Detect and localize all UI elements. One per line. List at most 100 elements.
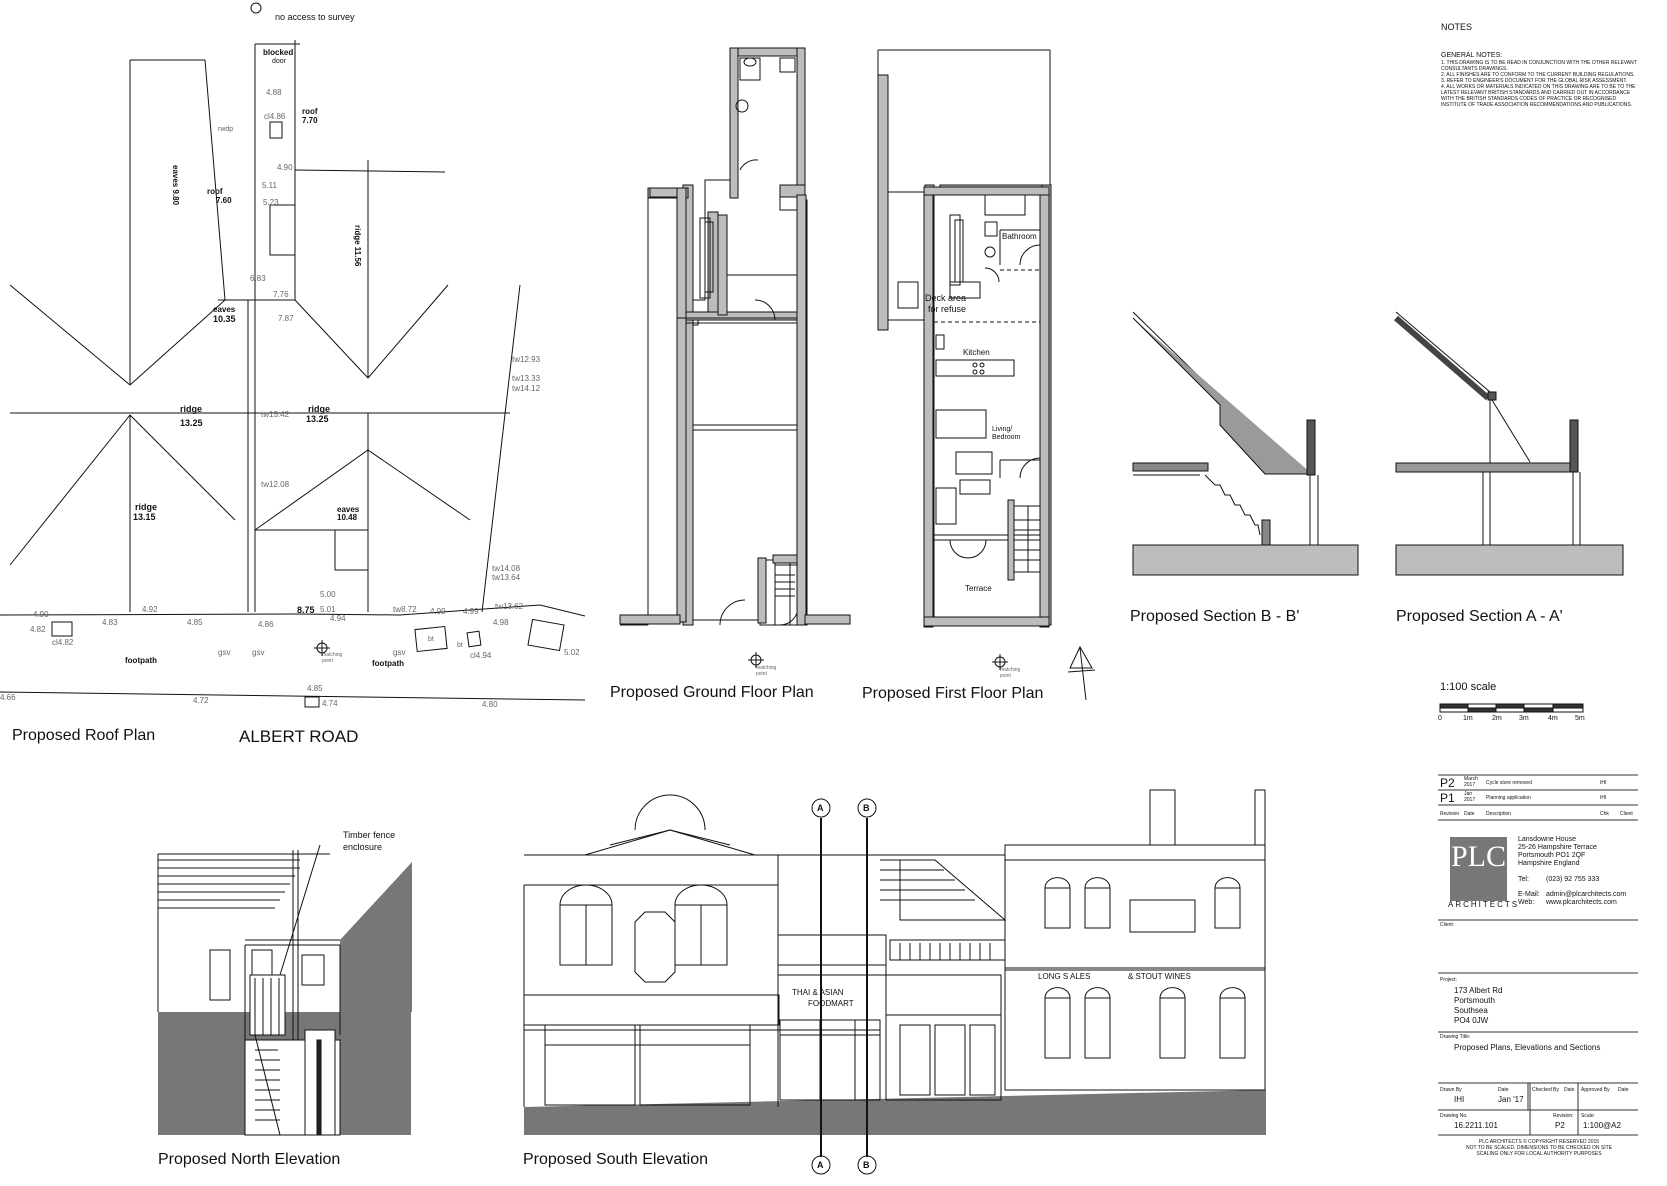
eaves-a-label: eaves <box>213 305 236 314</box>
eaves-rotated-label: eaves 9.80 <box>171 165 180 206</box>
note-line: WITH THE BRITISH STANDARDS CODES OF PRAC… <box>1441 96 1617 102</box>
spot-level: 4.90 <box>277 163 293 172</box>
revision-number: P2 <box>1555 1121 1565 1130</box>
plc-logo: PLC <box>1450 840 1507 873</box>
ground-plan-linework <box>620 47 808 668</box>
fence-note-line1: Timber fence <box>343 830 396 840</box>
spot-level: 4.66 <box>0 693 16 702</box>
revision-label: Revision: <box>1553 1113 1574 1119</box>
fence-note-line2: enclosure <box>343 842 383 852</box>
section-a-linework <box>1394 311 1624 576</box>
drawn-by: IHI <box>1454 1095 1465 1104</box>
shop-sign-line1: THAI & ASIAN <box>792 988 844 997</box>
section-marker-a-top: A <box>817 803 824 813</box>
spot-level: 4.88 <box>266 88 282 97</box>
date-label: Date <box>1498 1087 1509 1093</box>
email-label: E-Mail: <box>1518 891 1540 898</box>
south-elevation-title: Proposed South Elevation <box>523 1151 709 1168</box>
spot-level: 4.94 <box>330 614 346 623</box>
revision-by: IHI <box>1600 795 1607 801</box>
copyright-footer: PLC ARCHITECTS © COPYRIGHT RESERVED 2015… <box>1440 1139 1638 1157</box>
project-address: 173 Albert Rd Portsmouth Southsea PO4 0J… <box>1454 986 1502 1026</box>
spot-level: tw13.42 <box>261 410 290 419</box>
spot-level: 5.01 <box>320 605 336 614</box>
general-notes-heading: GENERAL NOTES: <box>1441 52 1503 59</box>
client-label: Client: <box>1440 922 1455 928</box>
ridge-b-value: 13.25 <box>306 414 329 424</box>
revision-head: Client <box>1620 811 1633 817</box>
scale-tick: 0 <box>1438 715 1442 722</box>
spot-level: bt <box>428 636 434 643</box>
section-b-linework <box>1132 311 1359 576</box>
spot-level: rwdp <box>218 126 234 133</box>
email-link[interactable]: admin@plcarchitects.com <box>1546 891 1627 898</box>
section-marker-b-top: B <box>863 803 870 813</box>
section-a-title: Proposed Section A - A' <box>1396 608 1563 625</box>
room-kitchen: Kitchen <box>963 348 990 357</box>
first-plan-walls <box>923 186 1050 628</box>
scale-bar <box>1439 703 1584 713</box>
web-label: Web: <box>1518 899 1535 906</box>
web-link[interactable]: www.plcarchitects.com <box>1546 899 1617 906</box>
roof-b-value: 7.60 <box>216 196 232 205</box>
spot-level: tw14.08 <box>492 564 521 573</box>
room-terrace: Terrace <box>965 584 992 593</box>
tel-label: Tel: <box>1518 876 1529 883</box>
north-elevation-title: Proposed North Elevation <box>158 1151 341 1168</box>
revision-head: Chk <box>1600 811 1609 817</box>
spot-level: gsv <box>393 648 406 657</box>
north-elevation-linework <box>157 844 412 1136</box>
spot-level: 4.82 <box>30 625 46 634</box>
notes-heading: NOTES <box>1441 22 1473 32</box>
no-access-label: no access to survey <box>275 12 355 22</box>
drawing-no-label: Drawing No. <box>1440 1113 1468 1119</box>
ridge-b-label: ridge <box>308 404 331 414</box>
address-line: Portsmouth PO1 2QF <box>1518 852 1586 859</box>
note-line: 3. REFER TO ENGINEER'S DOCUMENT FOR THE … <box>1441 78 1628 84</box>
spot-level: 4.99 <box>463 607 479 616</box>
note-line: CONSULTANTS DRAWINGS. <box>1441 66 1508 72</box>
ground-plan-title: Proposed Ground Floor Plan <box>610 684 814 701</box>
drawing-number: 16.2211.101 <box>1454 1121 1498 1130</box>
spot-level-875: 8.75 <box>297 605 315 615</box>
spot-level: 4.86 <box>258 620 274 629</box>
project-line: Portsmouth <box>1454 996 1495 1005</box>
approved-by-label: Approved By <box>1581 1087 1610 1093</box>
eaves-b-label: eaves <box>337 505 360 514</box>
note-line: 4. ALL WORKS OR MATERIALS INDICATED ON T… <box>1441 84 1636 90</box>
footpath-label-b: footpath <box>372 659 404 668</box>
revision-id: P1 <box>1440 791 1455 805</box>
note-line: 1. THIS DRAWING IS TO BE READ IN CONJUNC… <box>1441 60 1637 66</box>
footer-line: PLC ARCHITECTS © COPYRIGHT RESERVED 2015 <box>1478 1139 1600 1145</box>
scale-tick: 1m <box>1463 715 1473 722</box>
roof-a-label: roof <box>302 107 318 116</box>
spot-level: tw12.93 <box>512 355 541 364</box>
address-line: Hampshire England <box>1518 860 1580 867</box>
spot-level: 5.00 <box>320 590 336 599</box>
title-block-linework <box>1438 774 1638 1136</box>
office-address: Lansdowne House 25-26 Hampshire Terrace … <box>1518 836 1597 868</box>
drawing-title-label: Drawing Title: <box>1440 1034 1471 1040</box>
ridge-c-value: 13.15 <box>133 512 156 522</box>
eaves-a-value: 10.35 <box>213 314 236 324</box>
footer-line: NOT TO BE SCALED. DIMENSIONS TO BE CHECK… <box>1466 1145 1612 1151</box>
roof-b-label: roof <box>207 187 223 196</box>
spot-level: cl4.86 <box>264 112 286 121</box>
first-plan-title: Proposed First Floor Plan <box>862 685 1044 702</box>
door-label: door <box>272 58 287 65</box>
spot-level: tw13.64 <box>492 573 521 582</box>
plc-logo-subtitle: ARCHITECTS <box>1448 900 1520 909</box>
spot-level: 4.72 <box>193 696 209 705</box>
scale-tick: 4m <box>1548 715 1558 722</box>
eaves-b-value: 10.48 <box>337 513 358 522</box>
revision-desc: Planning application <box>1486 795 1531 801</box>
scale-tick: 3m <box>1519 715 1529 722</box>
ridge-rotated-label: ridge 11.56 <box>353 225 362 267</box>
project-line: Southsea <box>1454 1006 1488 1015</box>
spot-level: gsv <box>218 648 231 657</box>
spot-level: 4.99 <box>430 607 446 616</box>
tel-value: (023) 92 755 333 <box>1546 876 1600 883</box>
south-elevation-linework <box>523 789 1266 1175</box>
